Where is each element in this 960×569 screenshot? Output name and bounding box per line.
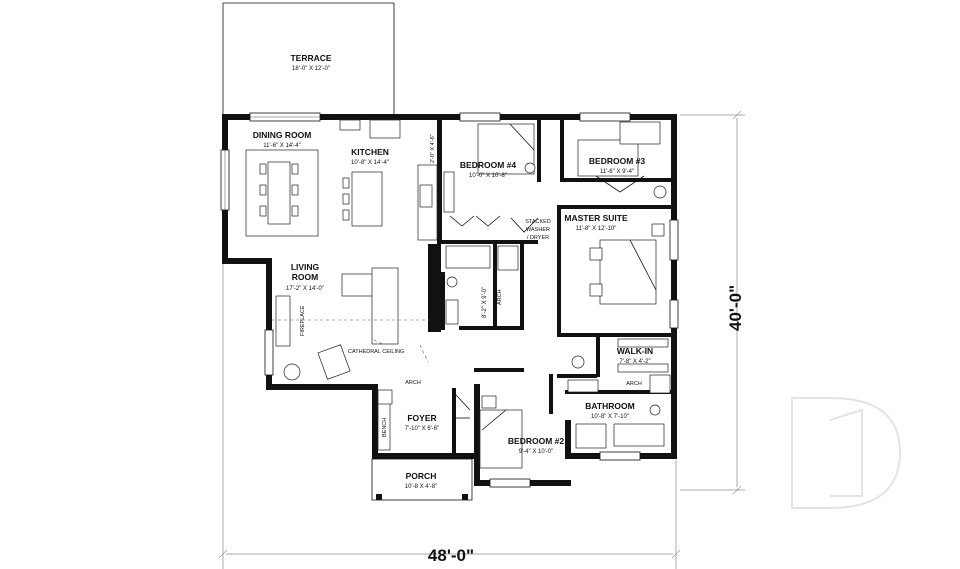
kitchen-fixtures: [339, 119, 438, 241]
stacked-label-2: WASHER: [526, 227, 550, 233]
bedroom2-dim: 9'-4" X 10'-0": [519, 449, 554, 455]
bathroom-dim: 10'-8" X 7'-10": [591, 414, 629, 420]
living-furniture: [272, 267, 430, 381]
bedroom2-name: BEDROOM #2: [508, 436, 564, 446]
overall-depth: 40'-0": [726, 285, 745, 331]
laundry-fixtures: [445, 245, 519, 325]
bedroom4-furniture: [443, 123, 536, 227]
windows: [220, 112, 679, 488]
bedroom3-dim: 11'-6" X 9'-4": [600, 169, 634, 175]
walkin-dim: 7'-8" X 4'-2": [619, 359, 650, 365]
terrace-name: TERRACE: [290, 53, 331, 63]
master-furniture: [510, 217, 665, 305]
foyer-name: FOYER: [407, 413, 436, 423]
living-name: LIVING: [291, 262, 320, 272]
laundry-dim: 8'-2" X 9'-0": [482, 287, 488, 318]
bedroom4-dim: 10'-0" X 10'-8": [469, 173, 507, 179]
bench-label: BENCH: [382, 418, 388, 437]
arch-bath-label: ARCH: [626, 381, 642, 387]
dining-table: [245, 149, 319, 237]
closet-dim: 2'-0" X 4'-6": [430, 134, 436, 163]
cathedral-label: CATHEDRAL CEILING: [348, 349, 404, 355]
bedroom3-furniture: [577, 121, 667, 199]
bedroom3-name: BEDROOM #3: [589, 156, 645, 166]
overall-width: 48'-0": [428, 546, 474, 565]
porch-dim: 10'-8 X 4'-8": [405, 484, 437, 490]
brand-logo: [791, 397, 902, 509]
foyer-fixtures: [377, 389, 471, 451]
kitchen-name: KITCHEN: [351, 147, 389, 157]
arch-vertical-label: ARCH: [497, 289, 503, 305]
living-dim: 17'-2" X 14'-0": [286, 286, 324, 292]
terrace: [222, 2, 395, 118]
porch: [371, 458, 473, 501]
kitchen-dim: 10'-8" X 14'-4": [351, 160, 389, 166]
bathroom-name: BATHROOM: [585, 401, 634, 411]
stacked-label-3: / DRYER: [527, 235, 549, 241]
dining-name: DINING ROOM: [253, 130, 312, 140]
master-dim: 11'-8" X 12'-10": [576, 226, 617, 232]
walkin-name: WALK-IN: [617, 346, 653, 356]
arch-foyer-label: ARCH: [405, 380, 421, 386]
foyer-dim: 7'-10" X 6'-6": [405, 426, 440, 432]
porch-name: PORCH: [406, 471, 437, 481]
master-name: MASTER SUITE: [564, 213, 628, 223]
bedroom2-furniture: [479, 395, 523, 469]
bedroom4-name: BEDROOM #4: [460, 160, 516, 170]
bath-fixtures: [567, 338, 671, 449]
dining-dim: 11'-6" X 14'-4": [263, 143, 300, 149]
fireplace-label: FIREPLACE: [300, 305, 306, 336]
interior-walls: [376, 114, 671, 500]
living-name-2: ROOM: [292, 272, 318, 282]
stacked-label-1: STACKED: [525, 219, 551, 225]
shelves-label: SHELVES: [434, 281, 440, 306]
room-labels: TERRACE 18'-0" X 12'-0" DINING ROOM 11'-…: [253, 53, 745, 565]
terrace-dim: 18'-0" X 12'-0": [292, 66, 330, 72]
